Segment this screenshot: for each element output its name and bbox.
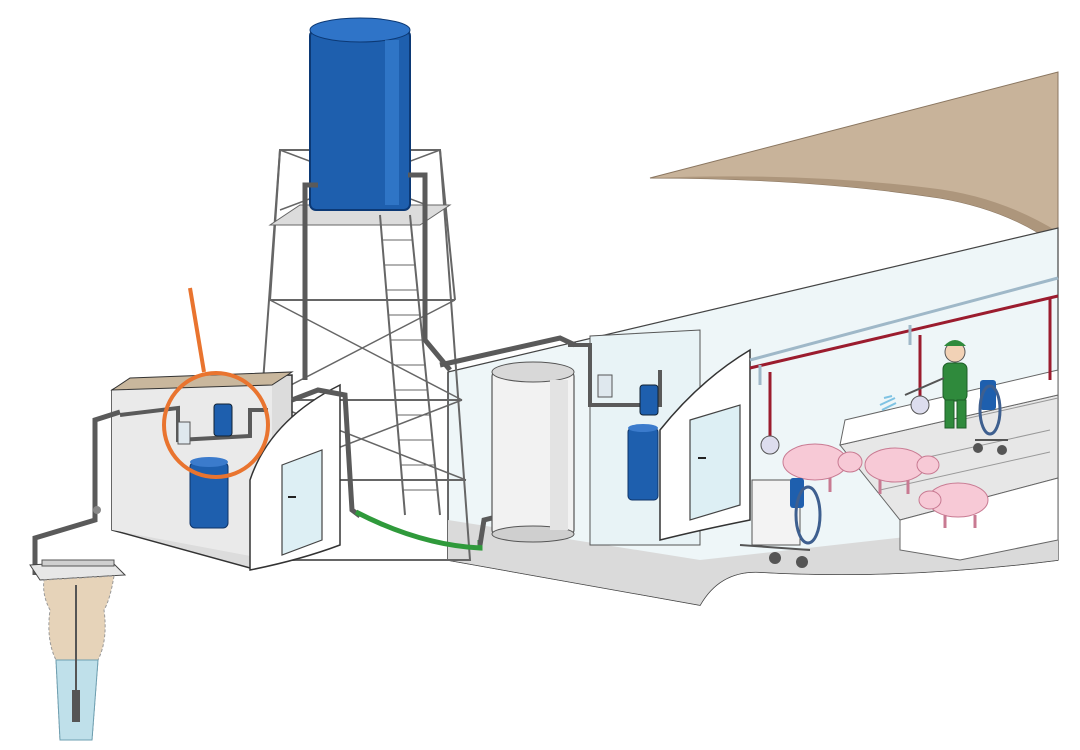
pigs: [782, 443, 989, 528]
worker-icon: [879, 340, 968, 429]
pig-icon: [864, 447, 940, 494]
dosing-highlight: [162, 287, 270, 479]
sprayer-carts: [739, 380, 1008, 568]
ground-pipes: [32, 335, 577, 575]
pig-icon: [918, 482, 989, 528]
barn-roof: [649, 71, 1059, 247]
storage-tank: [491, 361, 575, 543]
well-cover: [41, 559, 115, 567]
barn-dosing-unit: [568, 343, 662, 501]
barn: [447, 227, 1059, 606]
sprayer-cart-icon: [739, 478, 822, 568]
pig-icon: [782, 443, 863, 492]
tower-ladder: [379, 214, 441, 516]
sprayer-cart-icon: [973, 380, 1008, 455]
water-tower: [248, 17, 472, 561]
well: [29, 559, 127, 741]
